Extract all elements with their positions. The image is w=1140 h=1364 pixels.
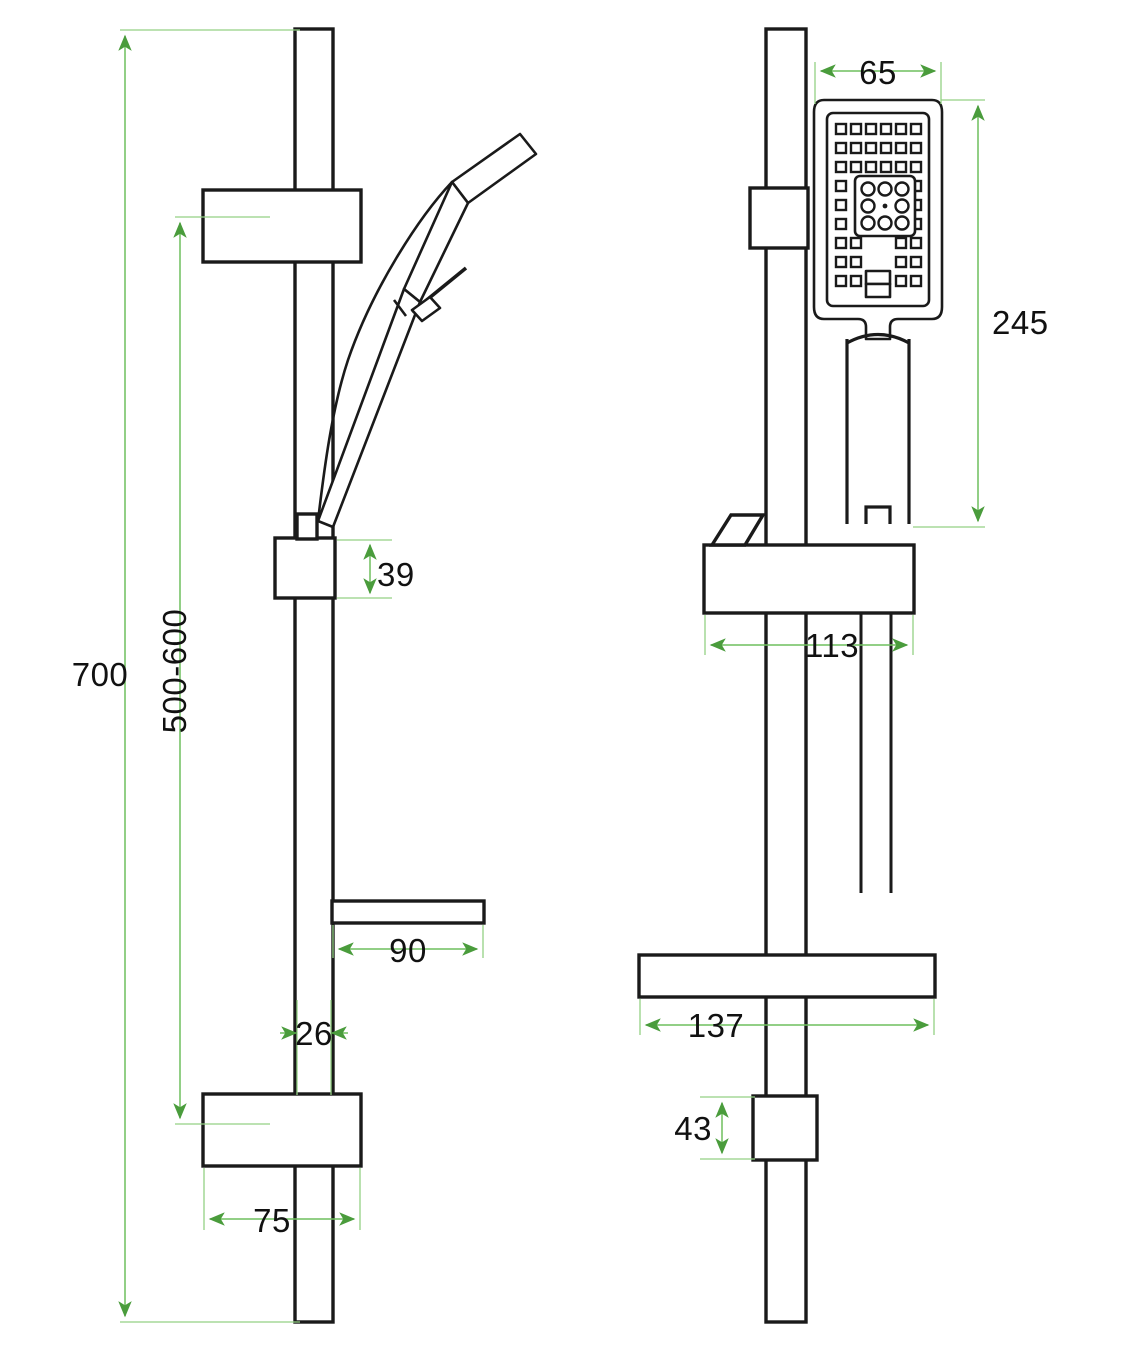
dim-label-75: 75: [253, 1202, 291, 1239]
upper-wall-bracket-front: [748, 186, 810, 250]
lower-wall-bracket-side: [201, 1092, 363, 1168]
bottom-outlet-lower-front: [864, 282, 892, 299]
shower-hose-front: [859, 614, 893, 893]
dim-label-26: 26: [295, 1015, 333, 1052]
wand-back-edge-side: [316, 181, 453, 522]
bottom-outlet-upper-front: [864, 269, 892, 286]
dim-label-90: 90: [389, 932, 427, 969]
center-spray-holes: [860, 181, 910, 231]
wand-collar-side: [392, 299, 408, 317]
dim-label-500-600: 500-600: [156, 609, 193, 734]
dim-label-137: 137: [688, 1007, 745, 1044]
side-view-dimensions: 700 500-600 39 90 26: [72, 29, 484, 1323]
shower-handle-cap-front: [846, 333, 910, 345]
wand-button-side: [410, 295, 442, 323]
slider-holder-side: [273, 536, 337, 600]
front-view-dimensions: 65 245 113 137 43: [639, 54, 1049, 1160]
dim-label-39: 39: [377, 556, 415, 593]
wand-head-top-side: [450, 132, 538, 205]
shower-handle-notch-front: [864, 505, 892, 524]
dim-label-43: 43: [674, 1110, 712, 1147]
front-view-geometry: [637, 27, 944, 1324]
slider-bracket-lever-front: [708, 513, 767, 547]
dim-label-245: 245: [992, 304, 1049, 341]
handheld-shower-head-front: [812, 98, 944, 524]
shower-handle-shaft-front: [845, 339, 911, 524]
wand-handle-side: [316, 287, 422, 529]
side-view-geometry: [201, 27, 538, 1324]
handheld-shower-wand-side: [316, 132, 538, 529]
slider-holder-tab-side: [295, 512, 319, 541]
soap-shelf-side: [330, 899, 486, 925]
dim-label-65: 65: [859, 54, 897, 91]
dim-label-113: 113: [805, 627, 859, 664]
soap-shelf-front: [637, 953, 937, 999]
slider-bracket-front: [702, 543, 916, 615]
upper-wall-bracket-side: [201, 188, 363, 264]
lower-wall-bracket-front: [751, 1094, 819, 1162]
dim-label-700: 700: [72, 656, 129, 693]
